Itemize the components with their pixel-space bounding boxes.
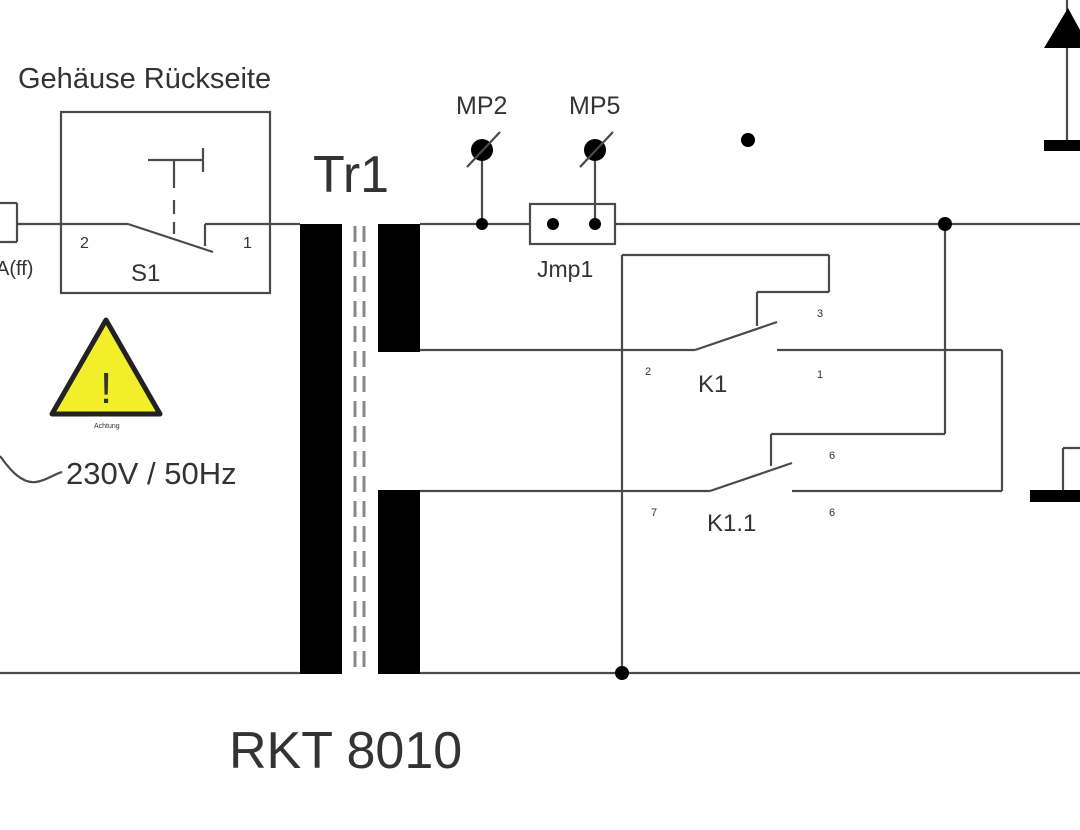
k11-pin-a: 7 — [651, 507, 657, 519]
warning-icon — [49, 317, 163, 417]
relay-k11-label: K1.1 — [707, 510, 756, 537]
warning-caption: Achtung — [94, 423, 120, 430]
diode-symbol — [1044, 0, 1080, 151]
bus-junction-dot — [938, 217, 952, 231]
relay-k1-label: K1 — [698, 371, 727, 398]
model-label: RKT 8010 — [229, 722, 462, 780]
fuse-label: A(ff) — [0, 258, 33, 280]
switch-lever — [127, 222, 214, 254]
housing-label: Gehäuse Rückseite — [18, 63, 271, 95]
image-blank-patch — [368, 352, 478, 490]
mains-label: 230V / 50Hz — [66, 456, 237, 491]
mp2-symbol — [466, 131, 501, 230]
k1-lever — [694, 320, 778, 352]
fuse-symbol — [0, 201, 19, 244]
capacitor-symbol — [1030, 446, 1080, 502]
k11-lever — [709, 461, 793, 493]
switch-pin-left: 2 — [80, 235, 89, 252]
mp5-label: MP5 — [569, 92, 620, 120]
jumper-box — [528, 202, 617, 246]
ground-junction-dot — [615, 666, 629, 680]
jumper-pin-right — [589, 218, 601, 230]
jumper-pin-left — [547, 218, 559, 230]
transformer-label: Tr1 — [313, 146, 389, 204]
warning-glyph: ! — [100, 364, 112, 413]
k1-pin-a: 2 — [645, 366, 651, 378]
switch-actuator — [148, 148, 205, 234]
k1-pin-b: 3 — [817, 308, 823, 320]
switch-pin-right: 1 — [243, 235, 252, 252]
k11-pin-c: 6 — [829, 507, 835, 519]
switch-label: S1 — [131, 260, 160, 287]
ac-tilde-icon — [0, 455, 63, 484]
k11-pin-b: 6 — [829, 450, 835, 462]
jumper-label: Jmp1 — [537, 256, 593, 282]
stray-dot — [741, 133, 755, 147]
mp5-symbol — [579, 131, 614, 224]
mp2-label: MP2 — [456, 92, 507, 120]
transformer-primary-core — [300, 224, 342, 674]
k1-pin-c: 1 — [817, 369, 823, 381]
housing-box — [59, 110, 272, 295]
